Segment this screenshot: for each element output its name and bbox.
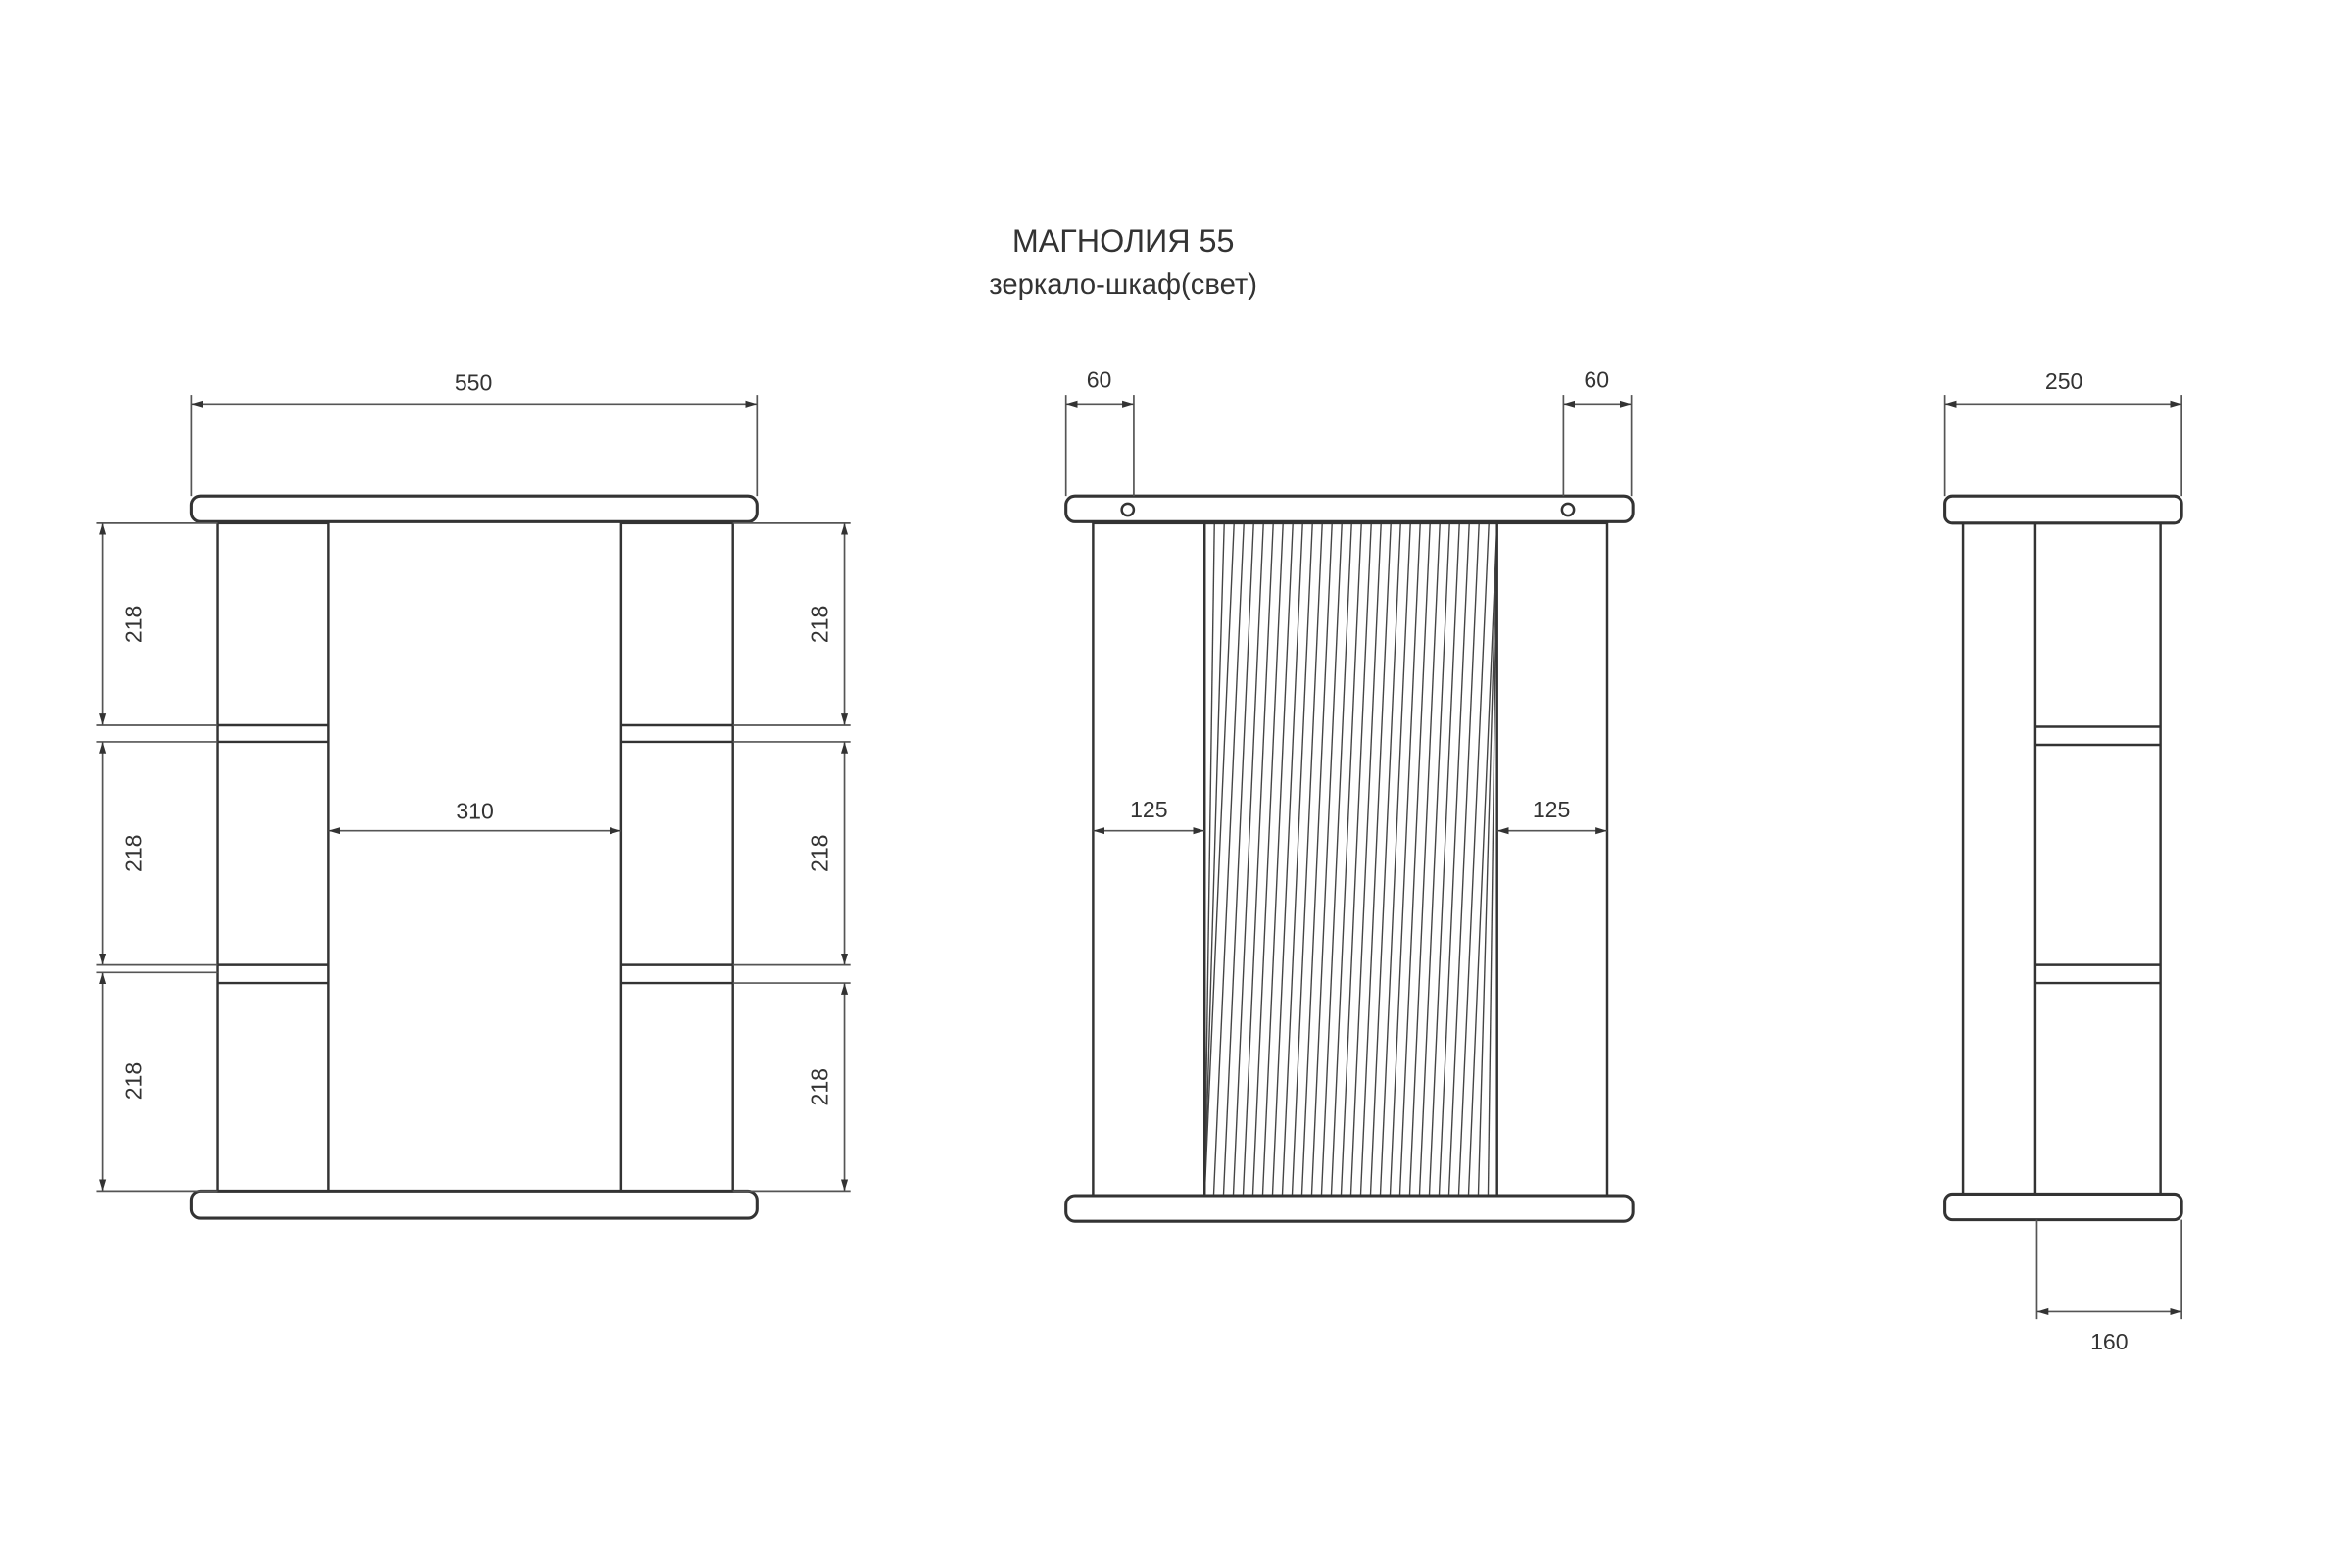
hatch-line bbox=[1232, 522, 1264, 1197]
dimension-width bbox=[190, 395, 759, 497]
dimension-label: 218 bbox=[808, 1068, 833, 1105]
hatch-line bbox=[1330, 522, 1362, 1197]
side-view: 250 160 bbox=[1943, 368, 2183, 1354]
hatch-line bbox=[1222, 522, 1254, 1197]
mount-hole bbox=[1560, 502, 1576, 517]
dimension-label: 218 bbox=[122, 835, 147, 872]
hatch-line bbox=[1457, 522, 1490, 1197]
top-plank bbox=[189, 494, 759, 523]
hatch-line bbox=[1487, 522, 1498, 1197]
hatch-line bbox=[1203, 522, 1235, 1197]
hatch-line bbox=[1447, 522, 1480, 1197]
hatch-line bbox=[1291, 522, 1323, 1197]
hatch-line bbox=[1203, 522, 1225, 1197]
cabinet-body bbox=[1092, 521, 1609, 1198]
hatch-line bbox=[1359, 522, 1392, 1197]
mirror-panel bbox=[1203, 521, 1498, 1198]
dimension-label: 60 bbox=[1087, 367, 1112, 392]
bottom-plank bbox=[1064, 1194, 1635, 1223]
top-plank bbox=[1064, 494, 1635, 523]
subtitle: зеркало-шкаф(свет) bbox=[989, 270, 1257, 301]
dimension-label: 218 bbox=[808, 835, 833, 872]
hatch-line bbox=[1281, 522, 1313, 1197]
bottom-plank bbox=[189, 1189, 759, 1220]
hatch-line bbox=[1369, 522, 1401, 1197]
dimension-depth bbox=[1943, 395, 2182, 1320]
hatch-line bbox=[1271, 522, 1303, 1197]
dimension-hole-offsets bbox=[1064, 395, 1633, 835]
hatch-line bbox=[1418, 522, 1450, 1197]
hatch-line bbox=[1477, 522, 1498, 1197]
hatch-line bbox=[1349, 522, 1382, 1197]
hatch-line bbox=[1467, 522, 1498, 1197]
dimension-left-heights bbox=[96, 522, 218, 1193]
mirror-hatching bbox=[1203, 522, 1498, 1197]
dimension-label: 125 bbox=[1533, 797, 1570, 822]
mount-hole bbox=[1120, 502, 1136, 517]
hatch-line bbox=[1389, 522, 1421, 1197]
hatch-line bbox=[1310, 522, 1343, 1197]
hatch-line bbox=[1408, 522, 1441, 1197]
hatch-line bbox=[1242, 522, 1274, 1197]
right-column bbox=[619, 521, 734, 1193]
dimension-label: 310 bbox=[456, 798, 493, 823]
hatch-line bbox=[1251, 522, 1284, 1197]
hatch-line bbox=[1300, 522, 1333, 1197]
side-panels bbox=[1961, 522, 2162, 1195]
front-view: 550 310 218 218 218 218 218 218 bbox=[96, 369, 851, 1220]
hatch-line bbox=[1320, 522, 1352, 1197]
dimension-label: 160 bbox=[2090, 1329, 2128, 1354]
hatch-line bbox=[1438, 522, 1470, 1197]
left-column bbox=[216, 521, 330, 1193]
dimension-label: 60 bbox=[1584, 367, 1609, 392]
hatch-line bbox=[1340, 522, 1372, 1197]
dimension-label: 125 bbox=[1130, 797, 1167, 822]
hatch-line bbox=[1398, 522, 1431, 1197]
bottom-plank bbox=[1943, 1192, 2183, 1222]
title: МАГНОЛИЯ 55 bbox=[1012, 223, 1235, 259]
dimension-label: 218 bbox=[122, 1062, 147, 1100]
mirror-view: 60 60 125 125 bbox=[1064, 367, 1635, 1223]
hatch-line bbox=[1212, 522, 1245, 1197]
dimension-label: 218 bbox=[122, 606, 147, 643]
dimension-label: 250 bbox=[2045, 368, 2082, 394]
dimension-label: 550 bbox=[455, 369, 492, 395]
dimension-right-heights bbox=[732, 522, 851, 1193]
hatch-line bbox=[1379, 522, 1411, 1197]
hatch-line bbox=[1428, 522, 1460, 1197]
hatch-line bbox=[1203, 522, 1215, 1197]
top-plank bbox=[1943, 494, 2183, 525]
dimension-label: 218 bbox=[808, 606, 833, 643]
hatch-line bbox=[1261, 522, 1294, 1197]
shelves bbox=[217, 723, 733, 985]
